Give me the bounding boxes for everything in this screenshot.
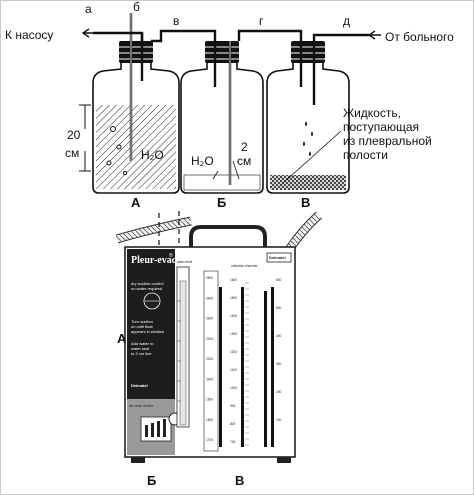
scale-label: 1500 xyxy=(230,296,237,300)
water-label-a: H₂O xyxy=(141,148,164,162)
scale-label: 1600 xyxy=(230,278,237,282)
scale-label: 400 xyxy=(276,334,282,338)
instruction-2: on until float xyxy=(131,324,153,329)
instruction-4: Add water to xyxy=(131,341,154,346)
carry-handle xyxy=(189,225,267,249)
scale-label: 100 xyxy=(276,418,282,422)
connecting-pipes xyxy=(93,29,369,43)
scale-label: 2200 xyxy=(206,337,213,341)
bottle-label-b: Б xyxy=(217,195,226,210)
bottle-b xyxy=(180,41,264,194)
instruction-3: appears in window xyxy=(131,329,164,334)
scale-label: 700 xyxy=(230,440,236,444)
scale-label: 1400 xyxy=(230,314,237,318)
water-level-label: water level xyxy=(177,260,193,264)
section-label-b: Б xyxy=(147,473,156,488)
pipe-letter-v: в xyxy=(173,14,179,28)
bottle-c xyxy=(266,41,350,194)
pipe-letter-b: б xyxy=(133,1,140,14)
collected-fluid xyxy=(270,175,346,190)
arrow-from-patient xyxy=(367,30,381,40)
suction-text-2: no water required xyxy=(131,286,162,291)
height-value: 20 xyxy=(67,128,81,142)
scale-label: 1800 xyxy=(206,418,213,422)
three-bottle-system: а б в г д К насосу От больного 20 см H₂O… xyxy=(5,1,454,210)
collection-chamber-label: collection chamber xyxy=(231,264,259,268)
seal-unit: см xyxy=(237,154,251,168)
instruction-5: water seal xyxy=(131,346,149,351)
brand-mark: ® xyxy=(169,252,173,259)
scale-label: 2400 xyxy=(206,296,213,300)
bottle-label-c: В xyxy=(301,195,310,210)
seal-value: 2 xyxy=(241,140,248,154)
bottle-label-a: А xyxy=(131,195,141,210)
scale-label: 300 xyxy=(276,362,282,366)
instruction-1: Turn suction xyxy=(131,319,153,324)
fluid-note-1: Жидкость, xyxy=(343,106,401,120)
to-pump-label: К насосу xyxy=(5,28,53,42)
section-label-c: В xyxy=(235,473,244,488)
pipe-letter-d: д xyxy=(343,14,350,28)
air-leak-meter-label: air leak meter xyxy=(129,403,154,408)
fluid-note-4: полости xyxy=(343,148,388,162)
model-label-right: Deknatel xyxy=(269,255,286,260)
scale-label: 2000 xyxy=(206,377,213,381)
fluid-note-3: из плевральной xyxy=(343,134,432,148)
scale-label: 500 xyxy=(276,306,282,310)
scale-label: 600 xyxy=(276,278,282,282)
scale-label: 1000 xyxy=(230,386,237,390)
pipe-letter-a: а xyxy=(85,2,92,16)
arrow-to-pump xyxy=(81,28,93,38)
suction-text-1: dry suction control xyxy=(131,281,164,286)
pleur-evac-device: Pleur-evac ® dry suction control no wate… xyxy=(115,211,323,488)
fluid-note-2: поступающая xyxy=(343,120,419,134)
collection-scale: 2500 2400 2300 2200 2100 2000 1900 1800 1700 160… xyxy=(203,270,282,452)
stopper-a xyxy=(119,41,153,63)
height-unit: см xyxy=(65,146,79,160)
scale-label: 800 xyxy=(230,422,236,426)
water-seal xyxy=(183,174,261,191)
scale-label: 2300 xyxy=(206,317,213,321)
scale-label: 200 xyxy=(276,390,282,394)
bottle-a xyxy=(92,13,180,194)
scale-label: 1200 xyxy=(230,350,237,354)
fluid-pointer xyxy=(280,130,342,186)
scale-label: 1700 xyxy=(206,438,213,442)
scale-label: 2500 xyxy=(206,276,213,280)
scale-label: 900 xyxy=(230,404,236,408)
scale-label: 2100 xyxy=(206,357,213,361)
from-patient-label: От больного xyxy=(385,30,454,44)
brand-name: Pleur-evac xyxy=(131,255,177,266)
model-label-left: Deknatel xyxy=(131,383,148,388)
scale-label: 1300 xyxy=(230,332,237,336)
pipe-letter-g: г xyxy=(259,14,264,28)
instruction-6: to 2 cm line xyxy=(131,351,152,356)
scale-label: 1100 xyxy=(230,368,237,372)
section-label-a: А xyxy=(117,331,127,346)
height-dimension xyxy=(79,104,91,172)
fluid-a xyxy=(96,105,176,189)
scale-label: 1900 xyxy=(206,398,213,402)
water-label-b: H₂O xyxy=(191,154,214,168)
